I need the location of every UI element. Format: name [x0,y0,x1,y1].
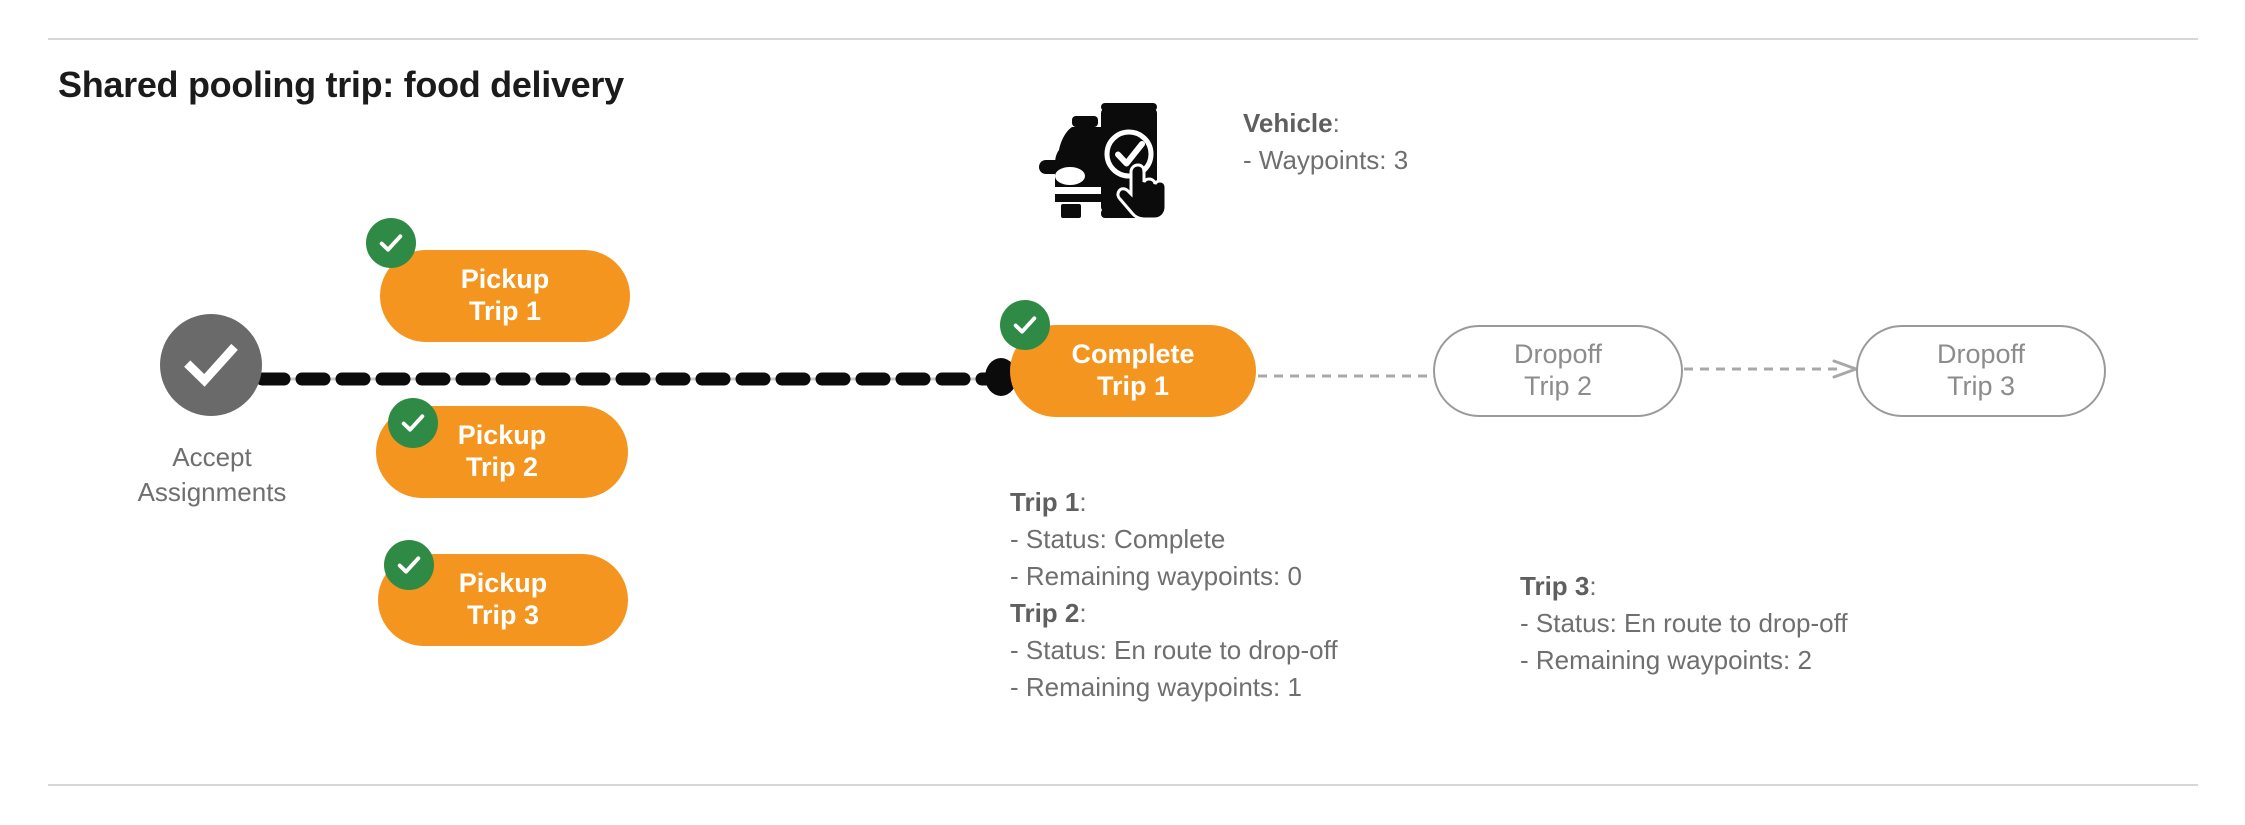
trip-1-waypoints: - Remaining waypoints: 0 [1010,560,1302,591]
trip-3-heading-colon: : [1589,571,1597,601]
node-dropoff-trip-3-line2: Trip 3 [1946,371,2015,401]
page-title: Shared pooling trip: food delivery [58,64,624,105]
accept-label-line1: Accept [172,442,252,472]
node-pickup-trip-1[interactable]: Pickup Trip 1 [380,250,630,342]
trip-2-waypoints: - Remaining waypoints: 1 [1010,671,1302,702]
trip-2-heading: Trip 2: [1010,595,1338,632]
vehicle-info-block: Vehicle: - Waypoints: 3 [1243,105,1408,179]
node-complete-trip-1-line1: Complete [1071,339,1195,370]
node-pickup-trip-1-line1: Pickup [460,264,550,295]
node-dropoff-trip-2[interactable]: Dropoff Trip 2 [1433,325,1683,417]
trip-details-right-block: Trip 3: - Status: En route to drop-off -… [1520,568,1848,679]
accept-label-line2: Assignments [137,477,287,508]
node-dropoff-trip-2-line1: Dropoff [1513,339,1603,370]
trip-1-heading-text: Trip 1 [1010,487,1080,517]
vehicle-heading-text: Vehicle [1243,108,1333,138]
vehicle-heading-colon: : [1332,108,1340,138]
connector-accept-to-complete [255,372,1013,386]
trip-details-left-block: Trip 1: - Status: Complete - Remaining w… [1010,484,1338,705]
trip-1-heading: Trip 1: [1010,484,1338,521]
node-pickup-trip-3[interactable]: Pickup Trip 3 [378,554,628,646]
divider-bottom [48,784,2198,786]
trip-1-status: - Status: Complete [1010,523,1226,554]
node-complete-trip-1[interactable]: Complete Trip 1 [1010,325,1256,417]
trip-3-heading: Trip 3: [1520,568,1848,605]
node-pickup-trip-2-line1: Pickup [457,420,547,451]
trip-3-waypoints: - Remaining waypoints: 2 [1520,644,1812,675]
trip-2-status: - Status: En route to drop-off [1010,634,1338,665]
check-badge-icon-pickup-1 [366,218,416,268]
node-dropoff-trip-3[interactable]: Dropoff Trip 3 [1856,325,2106,417]
divider-top [48,38,2198,40]
vehicle-waypoints-line: - Waypoints: 3 [1243,144,1409,175]
trip-2-heading-text: Trip 2 [1010,597,1080,628]
node-dropoff-trip-2-line2: Trip 2 [1523,371,1592,401]
node-pickup-trip-3-line2: Trip 3 [466,600,540,630]
vehicle-info-heading: Vehicle: [1243,105,1408,142]
trip-2-heading-colon: : [1079,597,1087,628]
connector-complete-to-dropoff2 [1258,366,1434,378]
trip-1-heading-colon: : [1079,487,1087,517]
connector-dropoff2-to-dropoff3 [1684,358,1860,380]
accept-assignments-node[interactable] [160,314,262,416]
node-complete-trip-1-line2: Trip 1 [1096,371,1170,401]
check-badge-icon-pickup-2 [388,398,438,448]
check-badge-icon-complete-1 [1000,300,1050,350]
trip-3-heading-text: Trip 3 [1520,571,1590,601]
node-dropoff-trip-3-line1: Dropoff [1936,339,2026,370]
car-phone-check-icon [1035,86,1185,226]
accept-assignments-label: Accept Assignments [92,440,332,510]
node-pickup-trip-2-line2: Trip 2 [465,452,539,482]
node-pickup-trip-1-line2: Trip 1 [468,296,542,326]
node-pickup-trip-3-line1: Pickup [458,568,548,599]
check-badge-icon-pickup-3 [384,540,434,590]
check-icon [178,332,244,398]
trip-3-status: - Status: En route to drop-off [1520,607,1848,638]
